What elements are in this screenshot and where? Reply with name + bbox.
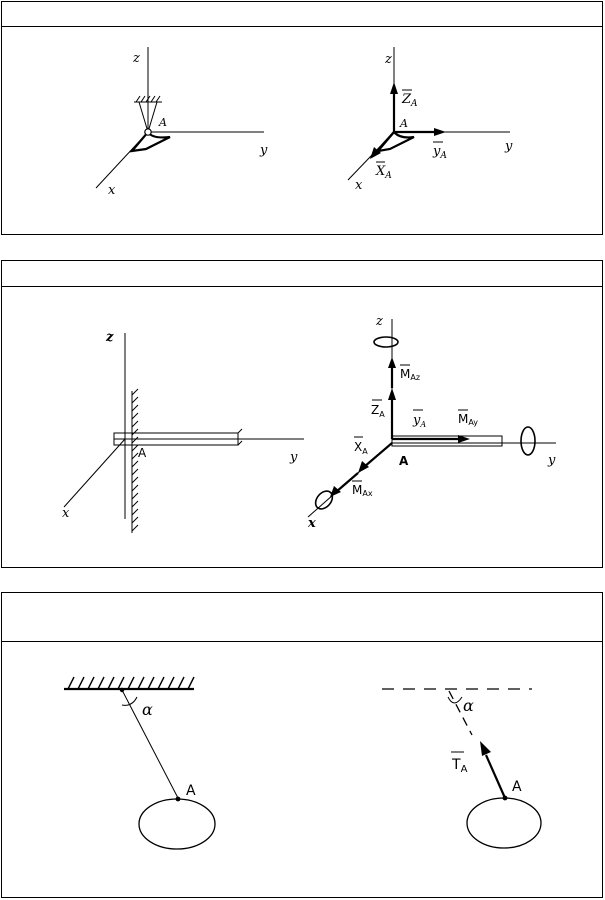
reaction-x-label: XA xyxy=(375,164,392,181)
x-label: x xyxy=(355,178,363,193)
attachment-point xyxy=(175,796,181,802)
right-figure: α TA A xyxy=(382,688,542,849)
arrowhead xyxy=(390,82,398,94)
reaction-y-label: yA xyxy=(412,413,426,429)
panel-header xyxy=(2,593,602,642)
right-figure: z y x A ZA yA XA xyxy=(347,47,513,193)
angle-label: α xyxy=(463,696,474,715)
point-label: A xyxy=(158,116,167,129)
left-figure: α A xyxy=(64,676,216,850)
panel-header xyxy=(2,2,602,27)
joint-point xyxy=(144,128,152,136)
z-label: z xyxy=(384,52,392,67)
moment-z-label: MAz xyxy=(400,367,420,382)
support-leg xyxy=(147,101,158,133)
reaction-z-label: ZA xyxy=(371,403,385,419)
moment-x-rotation xyxy=(314,490,334,510)
panel-fixed-support: z y x A xyxy=(1,260,603,568)
z-label: z xyxy=(105,330,114,345)
reaction-z-label: ZA xyxy=(401,92,418,109)
y-label: y xyxy=(289,450,298,465)
reaction-x-label: XA xyxy=(354,440,368,456)
ceiling-hatching xyxy=(67,676,195,690)
arrowhead xyxy=(358,461,369,473)
angle-arc xyxy=(121,696,138,706)
point-label: A xyxy=(399,454,409,468)
moment-z-rotation xyxy=(373,336,399,348)
suspended-body xyxy=(466,797,542,849)
beam-end xyxy=(237,440,243,446)
attachment-point xyxy=(502,795,508,801)
reaction-x-arrow xyxy=(363,442,393,468)
y-label: y xyxy=(259,143,268,158)
arrowhead xyxy=(480,741,491,756)
tension-arrow xyxy=(484,754,507,799)
moment-y-rotation xyxy=(520,426,536,456)
cable xyxy=(121,689,179,799)
x-axis xyxy=(63,438,126,508)
panel-header xyxy=(2,261,602,287)
moment-y-label: MAy xyxy=(458,412,478,427)
arrowhead xyxy=(458,435,470,443)
suspended-body xyxy=(138,798,216,850)
left-figure: z y x A xyxy=(95,47,268,198)
y-label: y xyxy=(504,139,513,154)
cable-support-diagram: α A α TA A xyxy=(64,676,542,850)
dashed-cable xyxy=(448,690,473,736)
wall-hatching xyxy=(131,388,139,532)
reaction-x-arrow xyxy=(375,131,395,153)
z-label: z xyxy=(375,314,383,329)
support-leg xyxy=(138,101,149,133)
x-label: x xyxy=(108,183,116,198)
point-label: A xyxy=(512,779,522,795)
fixed-support-diagram: z y x A xyxy=(62,314,556,533)
moment-x-arrow xyxy=(335,472,359,493)
reaction-y-label: yA xyxy=(432,144,447,161)
right-figure: z y x A ZA MAz yA MAy XA MAx xyxy=(307,314,556,531)
left-figure: z y x A xyxy=(62,330,304,533)
point-label: A xyxy=(138,446,147,460)
panel-cable-support: α A α TA A xyxy=(1,592,603,898)
arrowhead xyxy=(370,147,381,159)
point-label: A xyxy=(186,783,196,799)
beam xyxy=(391,435,503,447)
point-label: A xyxy=(399,117,408,130)
arrowhead xyxy=(388,388,396,400)
arrowhead xyxy=(330,486,341,497)
tension-label: TA xyxy=(451,757,468,775)
spherical-joint-diagram: z y x A z y x A ZA yA XA xyxy=(95,47,513,198)
hatch-marks xyxy=(135,95,161,103)
beam-end xyxy=(237,428,243,434)
arrowhead xyxy=(434,128,446,136)
beam xyxy=(113,432,239,446)
arrowhead xyxy=(388,357,396,368)
body-plate xyxy=(129,130,171,153)
panel-spherical-joint: z y x A z y x A ZA yA XA xyxy=(1,1,603,235)
y-label: y xyxy=(547,453,556,468)
z-label: z xyxy=(132,51,140,66)
angle-arc xyxy=(447,696,463,704)
x-label: x xyxy=(62,506,70,521)
angle-label: α xyxy=(142,700,153,719)
moment-x-label: MAx xyxy=(352,483,373,498)
body-plate xyxy=(375,130,415,153)
x-label: x xyxy=(307,516,316,531)
